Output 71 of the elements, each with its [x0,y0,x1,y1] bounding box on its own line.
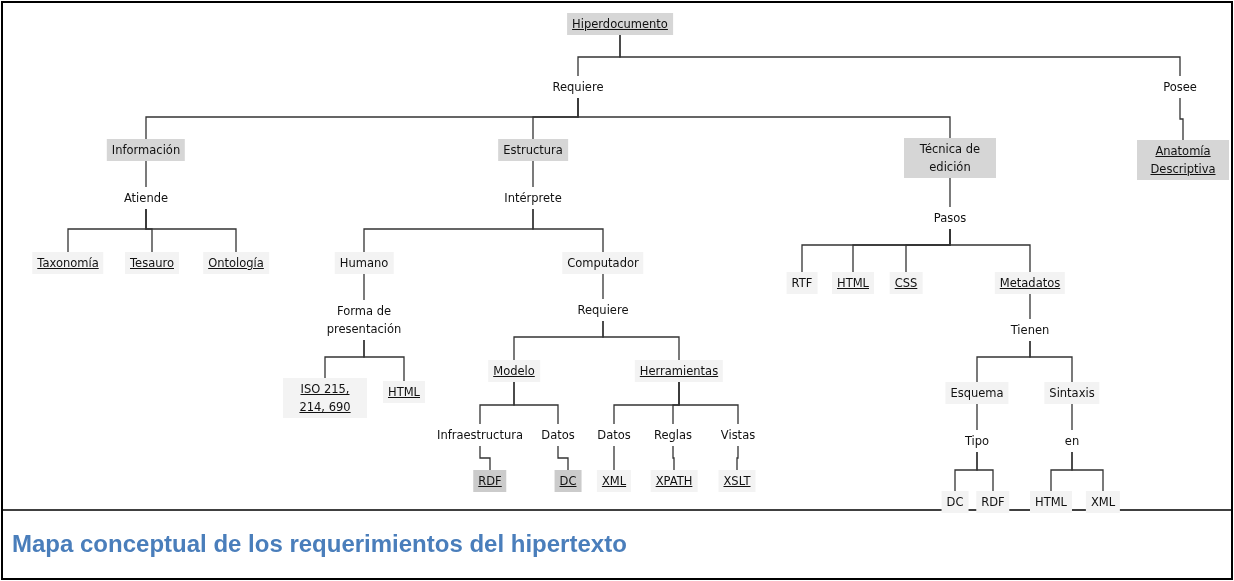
concept-box: Sintaxis [1044,382,1100,404]
concept-box: Información [106,139,186,161]
concept-box: RDF [976,491,1010,513]
concept-box: XML [596,470,632,492]
linking-phrase: Atiende [118,187,174,209]
connector-line [976,451,994,492]
connector-line [145,160,147,188]
concept-box: HTML [832,272,874,294]
connector-line [513,381,559,425]
concept-box: Estructura [498,139,568,161]
concept-box: RTF [786,272,818,294]
concept-box: XPATH [650,470,698,492]
caption: Mapa conceptual de los requerimientos del hipertexto [12,530,627,558]
connector-line [557,445,569,471]
concept-box: ISO 215, 214, 690 [283,378,367,418]
connector-line [363,273,365,301]
connector-line [678,381,739,425]
connector-line [613,445,615,471]
linking-phrase: Datos [592,424,636,446]
linking-phrase: Pasos [928,207,972,229]
concept-box: HTML [1030,491,1072,513]
linking-phrase: Datos [536,424,580,446]
concept-box: Anatomía Descriptiva [1137,140,1229,180]
linking-phrase: Infraestructura [432,424,528,446]
concept-box: Tesauro [125,252,179,274]
linking-phrase: Tienen [1005,319,1055,341]
concept-box: Metadatos [994,272,1066,294]
connector-line [619,34,1181,77]
connector-line [532,160,534,188]
connector-line [577,97,951,139]
connector-line [602,273,604,300]
concept-box: Modelo [488,360,540,382]
linking-phrase: Requiere [547,76,609,98]
concept-box: Ontología [203,252,269,274]
concept-box: Humano [334,252,394,274]
concept-box: Herramientas [634,360,724,382]
connector-line [949,228,1031,273]
concept-box: RDF [473,470,507,492]
concept-box: Técnica de edición [904,138,996,178]
connector-line [363,339,405,382]
concept-box: DC [554,470,582,492]
connector-line [672,445,675,471]
connector-line [1179,97,1184,141]
linking-phrase: Requiere [572,299,634,321]
concept-box: HTML [383,381,425,403]
connector-line [1029,293,1031,320]
concept-box: Taxonomía [32,252,104,274]
concept-box: Esquema [945,382,1009,404]
linking-phrase: Posee [1158,76,1202,98]
concept-box: CSS [889,272,923,294]
connector-line [602,320,680,361]
concept-box: DC [941,491,969,513]
linking-phrase: en [1059,430,1085,452]
linking-phrase: Tipo [959,430,995,452]
connector-line [736,445,739,471]
connector-line [1071,403,1073,431]
connector-line [1029,340,1073,383]
concept-box: Computador [562,252,644,274]
concept-box: XML [1085,491,1121,513]
linking-phrase: Vistas [715,424,761,446]
concept-box: Hiperdocumento [567,13,673,35]
linking-phrase: Intérprete [499,187,567,209]
connector-line [145,208,237,253]
concept-box: XSLT [718,470,756,492]
connector-line [1071,451,1104,492]
connector-line [976,403,978,431]
connector-line [479,445,491,471]
connector-line [949,177,951,208]
linking-phrase: Forma de presentación [309,300,419,340]
linking-phrase: Reglas [648,424,698,446]
connector-line [532,208,604,253]
